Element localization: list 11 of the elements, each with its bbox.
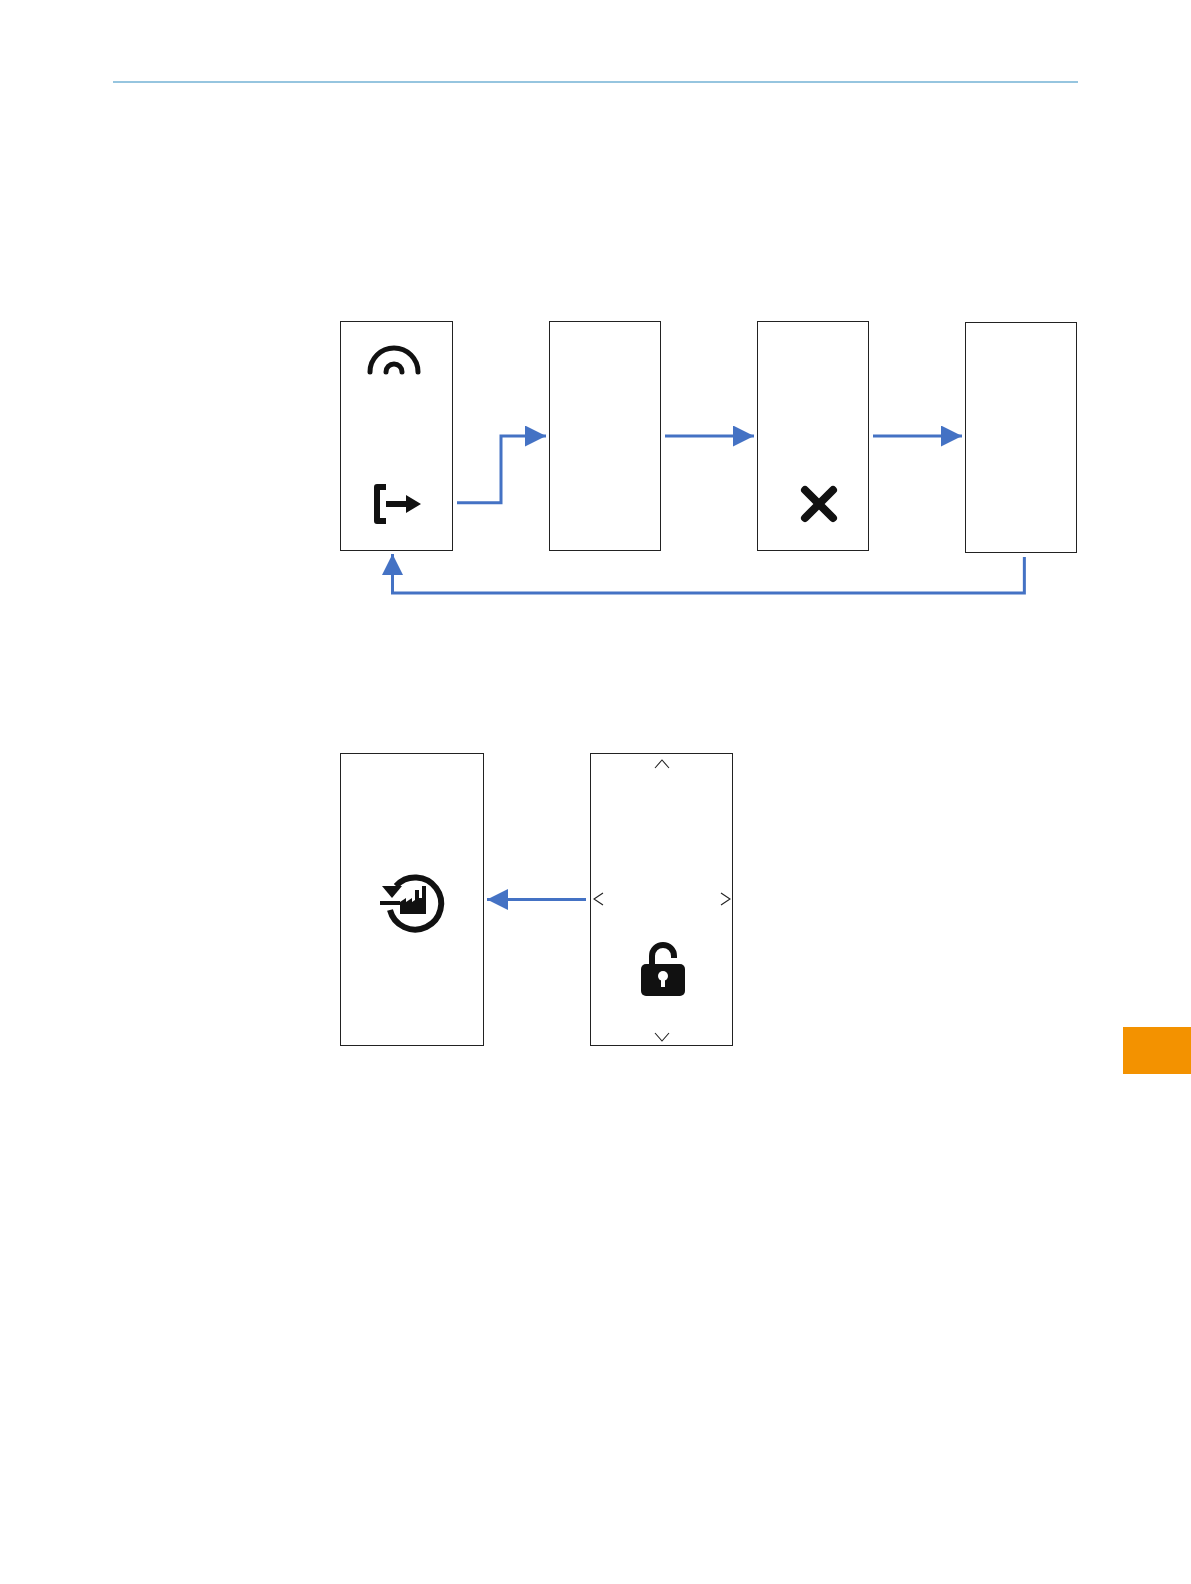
screen-box <box>590 753 733 1046</box>
screen-box <box>757 321 869 551</box>
arrow <box>487 889 586 910</box>
arrow <box>873 425 962 447</box>
screen-box <box>549 321 661 551</box>
arrow <box>382 554 1026 595</box>
screen-box <box>340 753 484 1046</box>
arrow <box>665 425 754 447</box>
screen-box <box>340 321 453 551</box>
screen-box <box>965 322 1077 553</box>
arrow <box>457 425 546 505</box>
